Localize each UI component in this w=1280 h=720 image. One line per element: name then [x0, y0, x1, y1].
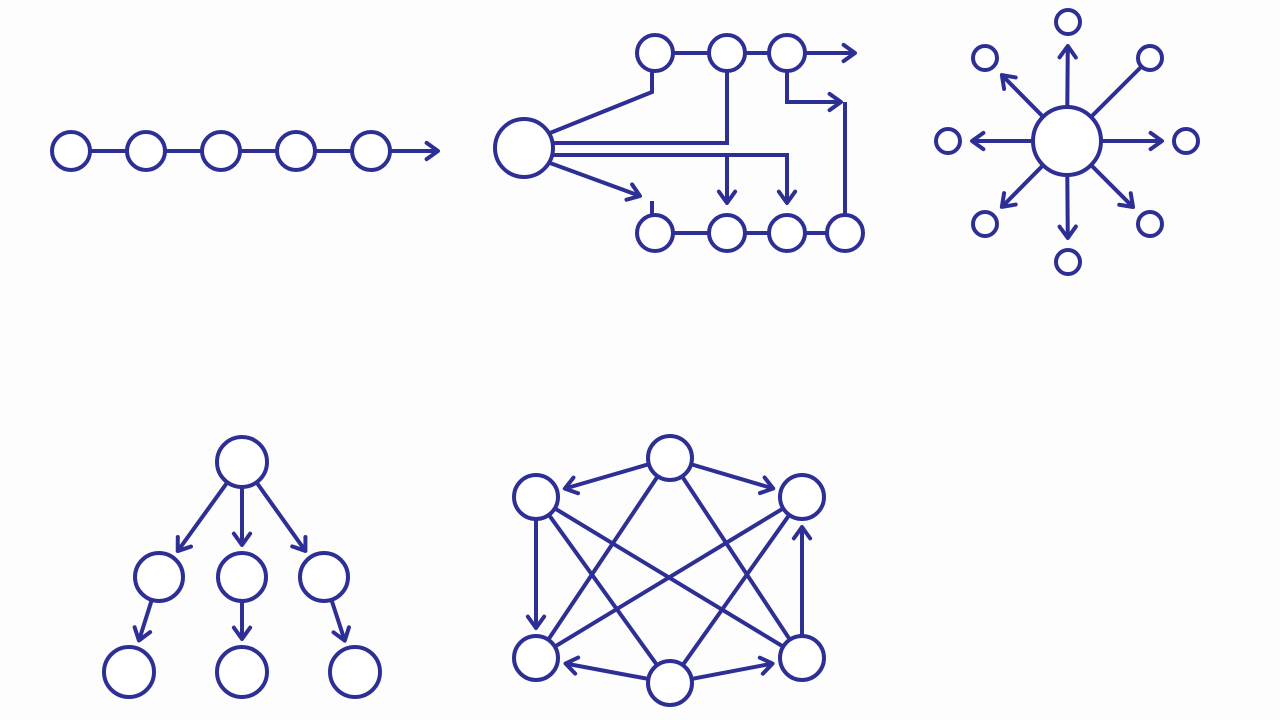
arrowhead-icon: [757, 475, 776, 496]
node: [328, 645, 382, 699]
node: [1136, 210, 1164, 238]
node: [200, 130, 242, 172]
node: [1172, 127, 1200, 155]
arrow-edge: [549, 161, 641, 198]
chain-topology: [50, 130, 440, 172]
edge: [549, 71, 654, 135]
node: [512, 634, 560, 682]
node: [125, 130, 167, 172]
arrowhead-icon: [999, 73, 1018, 91]
edge: [1089, 65, 1143, 119]
arrowhead-icon: [1057, 224, 1078, 241]
arrowhead-icon: [175, 535, 193, 554]
arrowhead-icon: [563, 655, 581, 676]
arrow-edge: [691, 661, 773, 681]
arrowhead-icon: [562, 475, 581, 496]
arrowhead-icon: [841, 42, 857, 64]
arrow-edge: [1089, 163, 1135, 209]
arrow-edge: [137, 599, 154, 642]
node: [934, 127, 962, 155]
arrowhead-icon: [525, 614, 547, 630]
arrow-edge: [254, 481, 308, 553]
node: [1054, 248, 1082, 276]
node: [971, 210, 999, 238]
node: [350, 130, 392, 172]
arrowhead-icon: [424, 140, 440, 162]
arrowhead-icon: [1117, 191, 1136, 210]
mesh-topology: [512, 434, 826, 707]
arrow-edge: [564, 462, 650, 491]
star-topology: [934, 8, 1200, 276]
node: [215, 645, 269, 699]
node: [646, 434, 694, 482]
arrow-edge: [1065, 45, 1070, 108]
arrow-edge: [1000, 163, 1045, 209]
edge: [547, 513, 659, 667]
tree-topology: [102, 435, 382, 699]
arrow-edge: [176, 481, 229, 553]
arrow-edge: [1000, 73, 1045, 119]
arrow-edge: [690, 462, 774, 491]
node: [635, 213, 675, 253]
node: [215, 435, 269, 489]
edge: [553, 506, 785, 649]
arrowhead-icon: [1148, 130, 1164, 152]
arrowhead-icon: [132, 625, 153, 643]
arrow-edge: [1065, 174, 1070, 239]
arrowhead-icon: [757, 655, 775, 676]
arrow-edge: [553, 153, 789, 203]
node: [971, 44, 999, 72]
node: [767, 33, 807, 73]
node: [646, 659, 694, 707]
node: [778, 473, 826, 521]
branching-network-topology: [493, 33, 865, 253]
node: [707, 33, 747, 73]
node: [767, 213, 807, 253]
node: [778, 634, 826, 682]
arrow-edge: [329, 599, 347, 642]
node: [635, 33, 675, 73]
edge: [546, 475, 660, 641]
node: [1031, 105, 1103, 177]
node: [216, 551, 268, 603]
node: [133, 551, 185, 603]
node: [493, 117, 555, 179]
arrowhead-icon: [999, 191, 1018, 209]
arrowhead-icon: [1057, 43, 1078, 60]
arrow-edge: [565, 661, 649, 681]
node: [825, 213, 865, 253]
edge: [553, 71, 729, 145]
node: [707, 213, 747, 253]
arrowhead-icon: [624, 182, 642, 202]
arrowhead-icon: [970, 130, 986, 152]
node: [102, 645, 156, 699]
arrowhead-icon: [290, 534, 308, 553]
arrowhead-icon: [827, 91, 843, 113]
edge: [680, 475, 792, 641]
arrowhead-icon: [791, 525, 813, 541]
node: [512, 473, 560, 521]
arrowhead-icon: [776, 189, 798, 205]
arrow-edge: [785, 71, 841, 104]
arrowhead-icon: [231, 625, 253, 641]
arrowhead-icon: [331, 625, 351, 643]
arrowhead-icon: [231, 531, 253, 547]
arrowhead-icon: [716, 189, 738, 205]
node: [1054, 8, 1082, 36]
node: [50, 130, 92, 172]
node: [1136, 44, 1164, 72]
edge: [681, 513, 791, 667]
node: [298, 551, 350, 603]
node: [275, 130, 317, 172]
